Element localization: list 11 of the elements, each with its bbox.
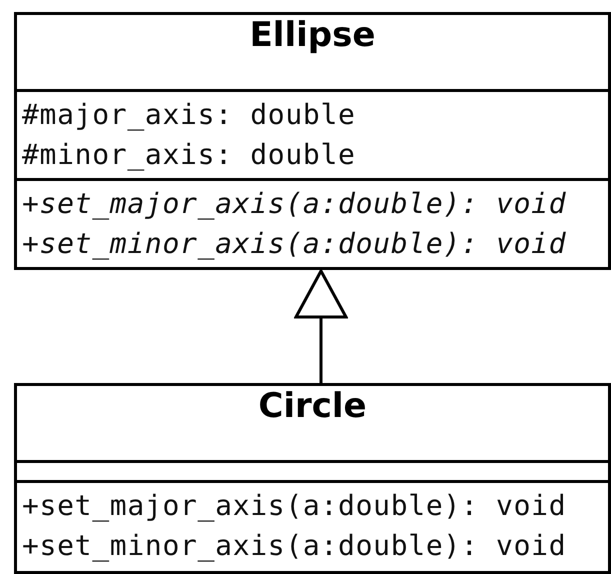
attribute-text: #minor_axis: double [21,137,357,173]
generalization-arrow [294,270,348,383]
method-text: +set_major_axis(a:double): void [21,488,568,524]
method-text: +set_major_axis(a:double): void [21,186,568,222]
method-text: +set_minor_axis(a:double): void [21,528,568,564]
class-name: Ellipse [248,15,376,57]
class-box [14,383,611,574]
attribute-text: #major_axis: double [21,97,357,133]
class-name: Circle [257,386,368,428]
class-box [14,12,611,270]
method-text: +set_minor_axis(a:double): void [21,226,568,262]
